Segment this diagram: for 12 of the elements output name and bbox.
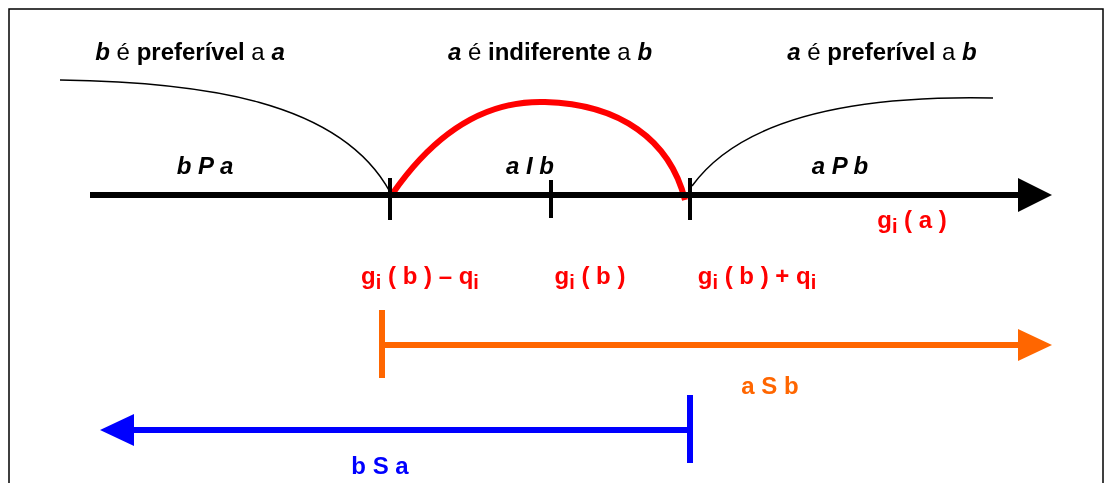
relation-label: a S b [741,372,799,400]
relation-label: b P a [176,152,234,180]
relation-label: a P b [811,152,869,180]
threshold-label: g$_{i}$ ( b ) – q$_{i}$ [361,262,479,294]
heading-text: b é preferível a a [95,38,285,66]
axis-label: g$_{i}$ ( a ) [877,206,947,238]
threshold-label: g$_{i}$ ( b ) + q$_{i}$ [697,262,817,294]
relation-label: b S a [351,452,409,480]
threshold-label: g$_{i}$ ( b ) [554,262,626,294]
heading-text: a é preferível a b [787,38,977,66]
relation-label: a I b [506,152,554,180]
heading-text: a é indiferente a b [447,38,653,66]
